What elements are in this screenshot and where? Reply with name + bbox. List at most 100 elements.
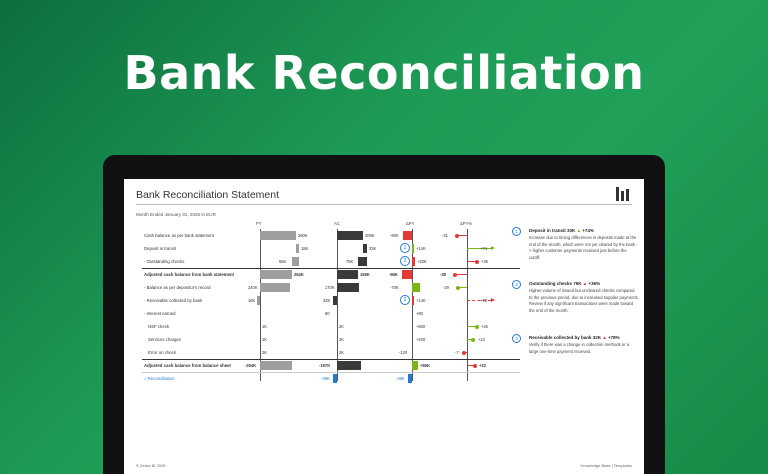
row-label: - Outstanding checks — [144, 259, 185, 264]
up-triangle-icon: ▲ — [582, 281, 588, 286]
dpy-pct-value: +22 — [479, 363, 486, 368]
dpy-value: +56K — [420, 363, 430, 368]
footer-copyright: © Zebra BI 2025 — [136, 463, 166, 468]
dpy-pct-value: -31 — [442, 233, 448, 238]
py-value: 1K — [262, 324, 268, 329]
comment-number: 1 — [512, 227, 521, 236]
dpy-pct-line — [467, 300, 491, 302]
dpy-pct-value: +74 — [480, 246, 487, 251]
dpy-pct-line — [467, 248, 491, 250]
ac-bar — [337, 231, 363, 240]
dpy-pct-dot — [456, 285, 460, 290]
footer-links[interactable]: Knowledge Base | Templates — [580, 463, 632, 468]
report-subtitle: Month Ended January 31, 2025 in EUR — [136, 212, 216, 217]
report-title: Bank Reconciliation Statement — [136, 189, 279, 201]
py-value: 18K — [301, 246, 309, 251]
report-screen: Bank Reconciliation Statement Month Ende… — [124, 179, 644, 474]
dpy-bar — [403, 231, 412, 240]
table-row: Deposit in transit 18K 33K 1 +14K +74 — [124, 242, 524, 255]
row-label: Adjusted cash balance from bank statemen… — [144, 272, 235, 277]
table-row: = Reconciliation -39K -39K — [124, 372, 524, 385]
ac-value: 2K — [339, 337, 345, 342]
ac-axis — [337, 229, 338, 381]
row-divider — [142, 359, 520, 360]
ac-value: 170K — [325, 285, 335, 290]
dpy-value: -70K — [390, 285, 399, 290]
table-row: Error on check 2K 2K -120 -7 — [124, 346, 524, 359]
dpy-bar — [412, 361, 418, 370]
title-divider — [136, 204, 632, 205]
note-marker-1[interactable]: 1 — [400, 243, 410, 253]
ac-bar — [337, 283, 359, 292]
dpy-pct-line — [457, 235, 467, 237]
dpy-value: +14K — [416, 246, 426, 251]
ac-value: 32K — [323, 298, 331, 303]
dpy-bar — [408, 374, 412, 383]
comment-heading: Deposit in transit 33K ▲ +74% — [529, 228, 594, 233]
dpy-value: -96K — [389, 272, 398, 277]
column-header-py: PY — [256, 221, 262, 226]
dpy-pct-value: +36 — [481, 259, 488, 264]
dpy-pct-line — [467, 339, 473, 341]
ac-value: 33K — [369, 246, 377, 251]
dpy-bar — [412, 257, 415, 266]
py-bar — [260, 283, 290, 292]
ac-value: 75K — [346, 259, 354, 264]
comment-body: Increase due to timing differences in de… — [529, 235, 638, 260]
comment-number: 2 — [512, 280, 521, 289]
dpy-pct-line — [467, 326, 477, 328]
dpy-pct-value: +25 — [481, 324, 488, 329]
dpy-pct-dot — [462, 350, 466, 355]
dpy-pct-value: -38 — [440, 272, 446, 277]
row-label: - Balance as per depositor's record — [144, 285, 211, 290]
dpy-pct-value: -29 — [443, 285, 449, 290]
dpy-pct-line — [467, 365, 475, 367]
py-bar — [257, 296, 260, 305]
ac-value: 80 — [325, 311, 330, 316]
note-marker-2[interactable]: 2 — [400, 256, 410, 266]
dpy-bar — [402, 270, 412, 279]
table-row: - Receivable collected by bank 18K 32K 3… — [124, 294, 524, 307]
py-value: 2K — [262, 350, 268, 355]
dpy-pct-line — [455, 274, 467, 276]
py-bar — [296, 244, 299, 253]
py-bar — [260, 361, 292, 370]
table-row: - Balance as per depositor's record 240K… — [124, 281, 524, 294]
dpy-value: +200 — [416, 337, 426, 342]
py-value: 18K — [248, 298, 256, 303]
row-label: Deposit in transit — [144, 246, 177, 251]
dpy-value: +500 — [416, 324, 426, 329]
row-divider — [142, 268, 520, 269]
dpy-value: +14K — [416, 298, 426, 303]
dpy-value: +80 — [416, 311, 423, 316]
dpy-value: -120 — [399, 350, 408, 355]
dpy-pct-arrow — [491, 298, 495, 302]
ac-bar — [358, 257, 367, 266]
ac-value: -197K — [319, 363, 331, 368]
py-value: 240K — [248, 285, 258, 290]
py-bar — [260, 231, 296, 240]
row-label: - Interest earned — [144, 311, 176, 316]
ac-value: -39K — [321, 376, 330, 381]
row-divider — [142, 372, 520, 373]
ac-value: 2K — [339, 324, 345, 329]
dpy-pct-value: +78 — [480, 298, 487, 303]
column-header-dpy-pct: ΔPY% — [460, 221, 473, 226]
table-row: NSF check 1K 2K +500 +25 — [124, 320, 524, 333]
row-label: = Reconciliation — [144, 376, 175, 381]
comment-heading: Outstanding checks 75K ▲ +36% — [529, 281, 601, 286]
dpy-value: -39K — [396, 376, 405, 381]
dpy-bar — [412, 296, 414, 305]
comment-body: Higher volume of issued but uncleared ch… — [529, 288, 639, 313]
zebra-logo-icon — [616, 187, 632, 201]
ac-bar — [333, 374, 337, 383]
py-value: 1K — [262, 337, 268, 342]
table-row: - Outstanding checks 55K 75K 2 +20K +36 — [124, 255, 524, 268]
note-marker-3[interactable]: 3 — [400, 295, 410, 305]
dpy-pct-line — [467, 261, 477, 263]
table-row: Services charges 1K 2K +200 +13 — [124, 333, 524, 346]
dpy-pct-value: +13 — [478, 337, 485, 342]
dpy-pct-axis — [467, 229, 468, 381]
table-row: Adjusted cash balance from bank statemen… — [124, 268, 524, 281]
dpy-pct-arrow — [491, 246, 495, 250]
